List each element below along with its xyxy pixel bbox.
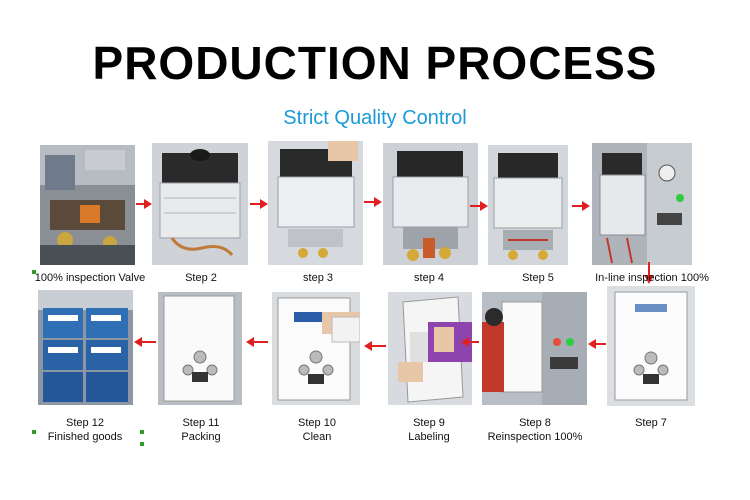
page-title: PRODUCTION PROCESS [92, 37, 658, 89]
arrow-left-3 [364, 340, 386, 352]
step-12-label-line2: Finished goods [47, 431, 123, 443]
step-11-photo [158, 292, 242, 405]
step-3-label: step 3 [303, 272, 333, 284]
step-9-label-line1: Step 9 [413, 417, 445, 429]
step-5-photo [488, 145, 568, 265]
step-9-photo [388, 292, 472, 405]
page-subtitle: Strict Quality Control [283, 107, 467, 129]
step-9-label: Step 9 Labeling [364, 416, 494, 444]
step-2-label: Step 2 [185, 272, 217, 284]
arrow-right-2 [250, 198, 268, 210]
arrow-right-5 [572, 200, 590, 212]
arrow-down [643, 262, 655, 284]
step-7-label: Step 7 [635, 417, 667, 429]
step-4-photo [383, 143, 478, 265]
step-2-photo [152, 143, 248, 265]
step-6-label: In-line inspection 100% [595, 272, 709, 284]
step-11-label-line2: Packing [181, 431, 221, 443]
corner-mark [140, 430, 144, 434]
step-3-photo [268, 141, 363, 265]
step-1-label: 100% inspection Valve [34, 272, 146, 284]
step-1-photo [40, 145, 135, 265]
step-12-label-line1: Step 12 [66, 417, 104, 429]
arrow-left-5 [134, 336, 156, 348]
step-8-label-line1: Step 8 [519, 417, 551, 429]
step-10-photo [272, 292, 360, 405]
step-4-label: step 4 [414, 272, 444, 284]
corner-mark [32, 270, 36, 274]
corner-mark [32, 430, 36, 434]
step-11-label: Step 11 Packing [136, 416, 266, 444]
arrow-right-4 [470, 200, 488, 212]
step-12-label: Step 12 Finished goods [20, 416, 150, 444]
arrow-right-1 [136, 198, 152, 210]
step-8-label-line2: Reinspection 100% [487, 431, 583, 443]
step-9-label-line2: Labeling [408, 431, 450, 443]
step-11-label-line1: Step 11 [182, 417, 220, 429]
arrow-left-1 [588, 338, 606, 350]
step-6-photo [592, 143, 692, 265]
arrow-left-2 [461, 336, 479, 348]
step-8-photo [482, 292, 587, 405]
step-10-label-line2: Clean [302, 431, 332, 443]
step-8-label: Step 8 Reinspection 100% [470, 416, 600, 444]
step-10-label-line1: Step 10 [298, 417, 336, 429]
step-12-photo [38, 290, 133, 405]
step-7-photo [607, 286, 695, 406]
corner-mark [140, 442, 144, 446]
arrow-left-4 [246, 336, 268, 348]
step-10-label: Step 10 Clean [252, 416, 382, 444]
step-5-label: Step 5 [522, 272, 554, 284]
arrow-right-3 [364, 196, 382, 208]
